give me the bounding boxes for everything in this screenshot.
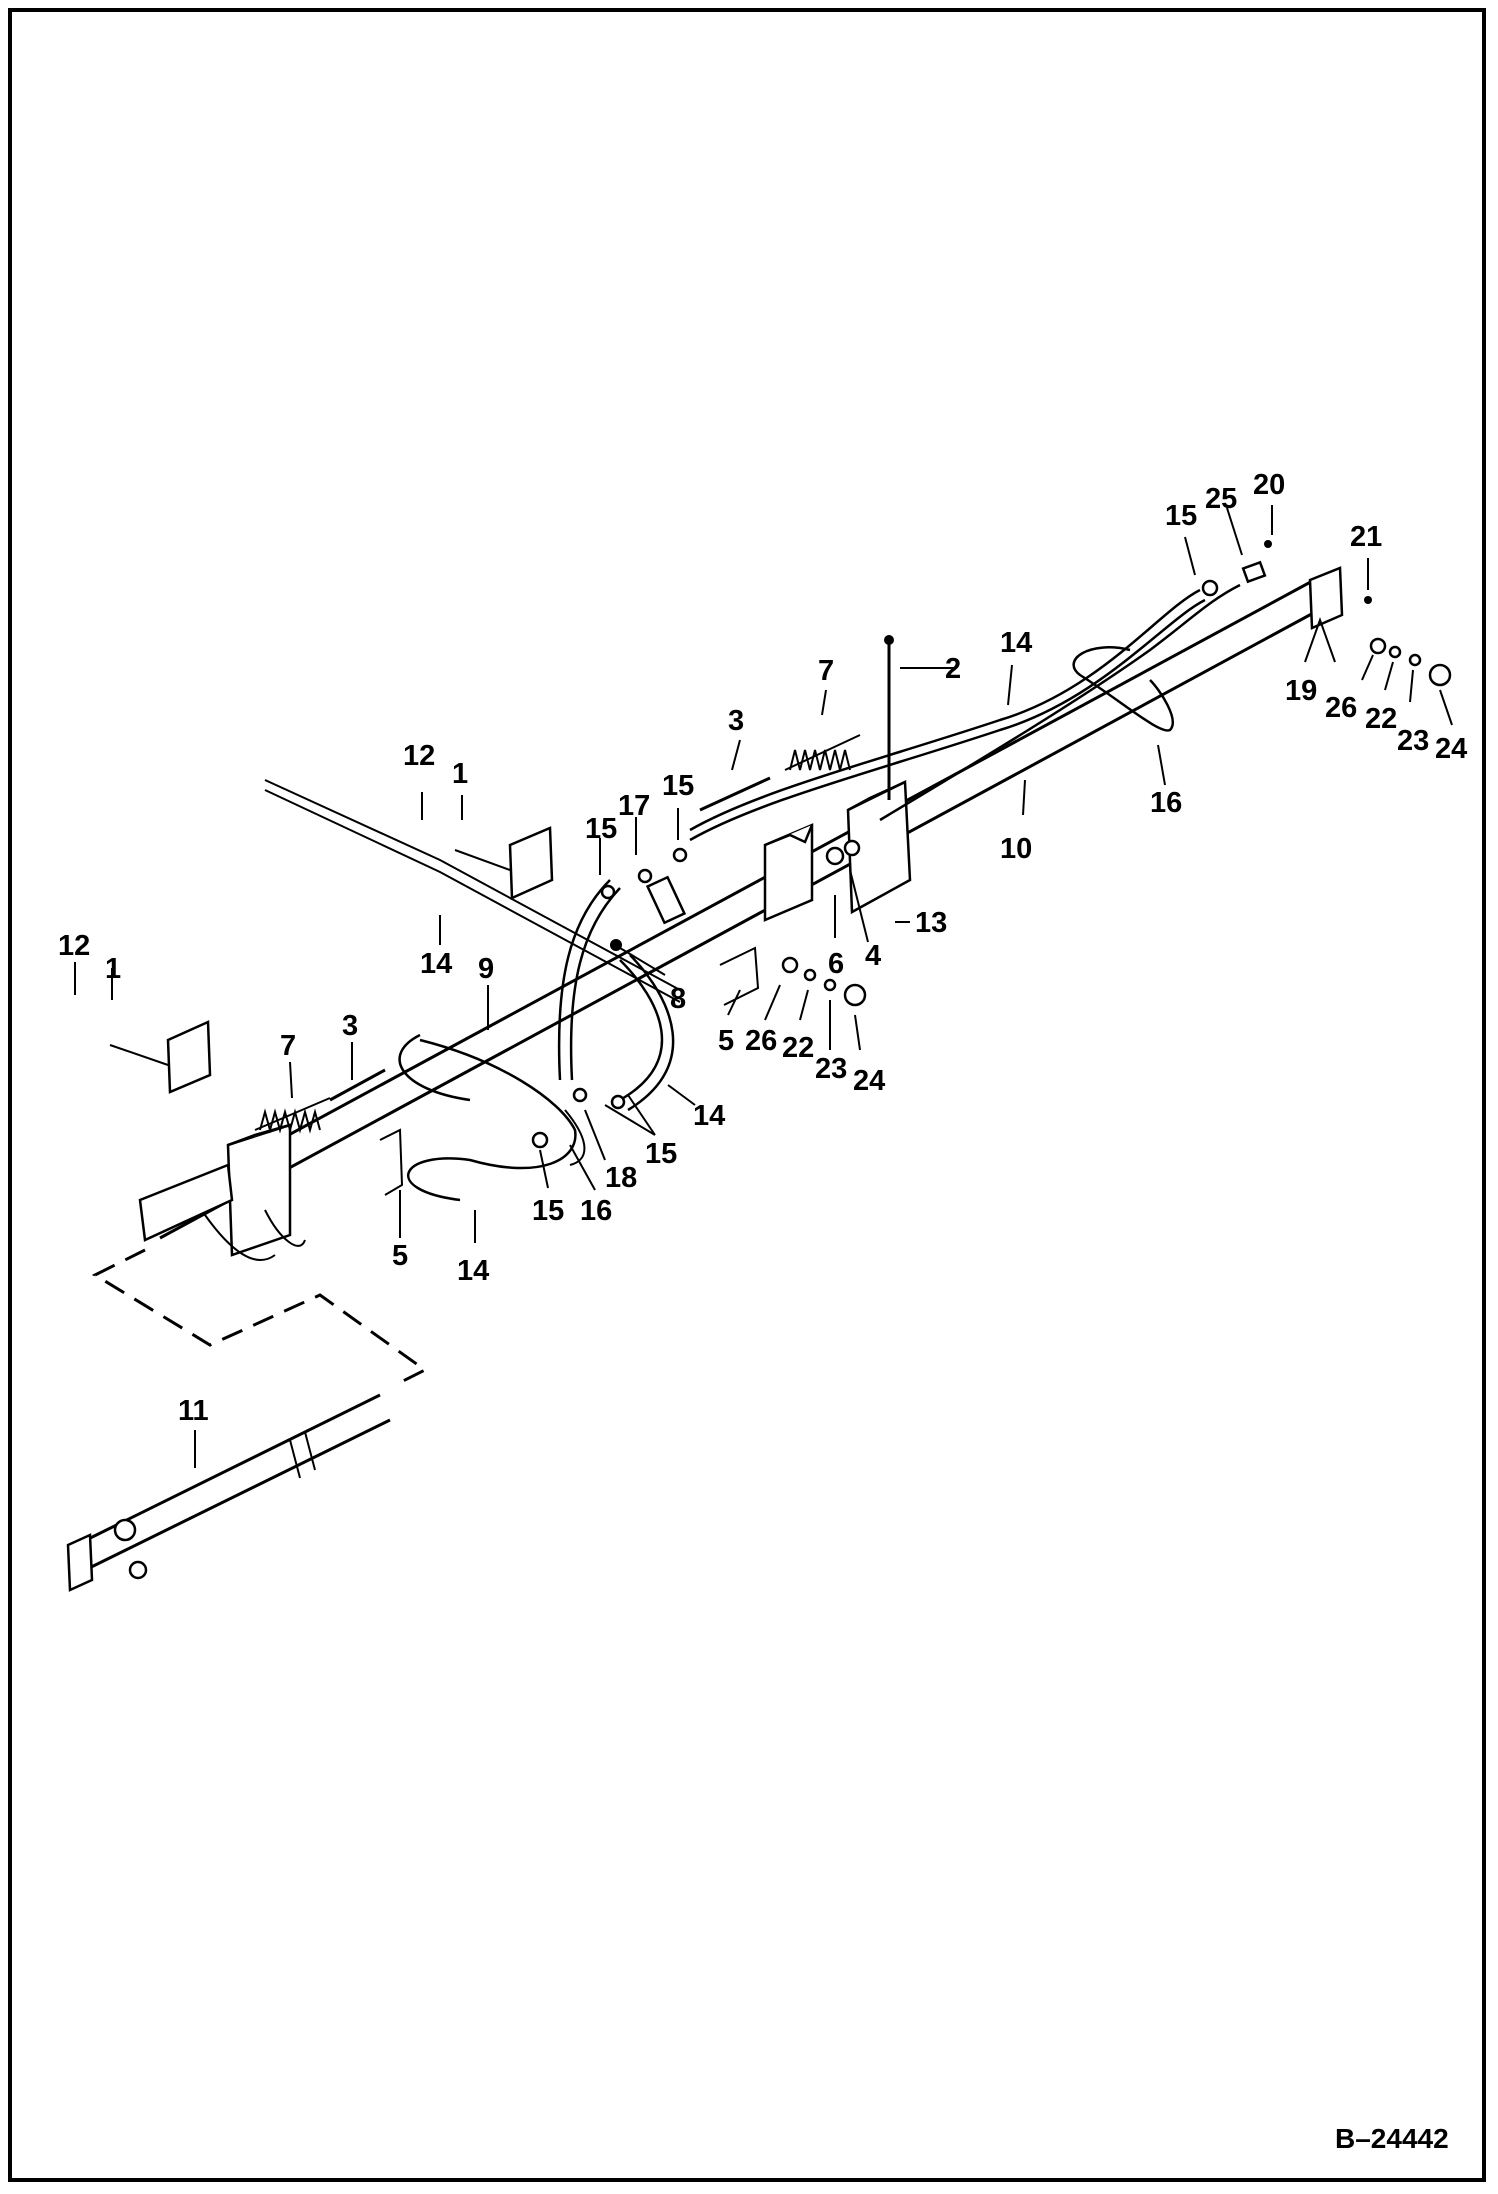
fittings-middle <box>600 847 688 951</box>
callout-7: 7 <box>280 1030 296 1062</box>
callout-5: 5 <box>392 1240 408 1272</box>
callout-4: 4 <box>865 940 881 972</box>
tube-11 <box>66 1393 391 1592</box>
callout-15: 15 <box>532 1195 564 1227</box>
callout-14: 14 <box>1000 627 1032 659</box>
pin-2 <box>884 635 894 800</box>
hose-upper <box>689 583 1241 842</box>
callout-1: 1 <box>105 953 121 985</box>
callout-21: 21 <box>1350 521 1382 553</box>
callout-25: 25 <box>1205 483 1237 515</box>
callout-14: 14 <box>693 1100 725 1132</box>
callout-11: 11 <box>178 1395 209 1427</box>
callout-23: 23 <box>1397 725 1429 757</box>
callout-22: 22 <box>1365 703 1397 735</box>
callout-15: 15 <box>645 1138 677 1170</box>
middle-nut-stack <box>781 956 867 1007</box>
callout-24: 24 <box>853 1065 885 1097</box>
u-bolt-5 <box>379 946 760 1196</box>
callout-8: 8 <box>670 983 686 1015</box>
callout-12: 12 <box>58 930 90 962</box>
callout-3: 3 <box>728 705 744 737</box>
callout-19: 19 <box>1285 675 1317 707</box>
left-pivot-block <box>138 1123 306 1261</box>
callout-22: 22 <box>782 1032 814 1064</box>
callout-17: 17 <box>618 790 650 822</box>
callout-23: 23 <box>815 1053 847 1085</box>
callout-10: 10 <box>1000 833 1032 865</box>
callout-12: 12 <box>403 740 435 772</box>
callout-24: 24 <box>1435 733 1467 765</box>
leader-lines <box>74 505 1453 1468</box>
callout-14: 14 <box>457 1255 489 1287</box>
diagram-frame <box>8 8 1486 2182</box>
callout-14: 14 <box>420 948 452 980</box>
callout-9: 9 <box>478 953 494 985</box>
rod-3 <box>329 776 771 1102</box>
callout-13: 13 <box>915 907 947 939</box>
hose-lower <box>398 1033 577 1202</box>
reference-number: B–24442 <box>1335 2123 1449 2154</box>
main-tube <box>149 576 1332 1240</box>
spring-left <box>254 1097 331 1134</box>
right-end-fittings <box>1201 540 1452 687</box>
dashed-connector <box>91 1248 428 1387</box>
callout-5: 5 <box>718 1025 734 1057</box>
callout-6: 6 <box>828 948 844 980</box>
hose-loop-right <box>1072 646 1174 732</box>
left-rod <box>264 779 681 1003</box>
hose-middle <box>557 879 675 1112</box>
lower-fittings <box>531 1087 626 1166</box>
right-pivot-block <box>763 780 912 922</box>
callout-15: 15 <box>1165 500 1197 532</box>
bracket-1-upper <box>454 826 554 900</box>
callout-26: 26 <box>1325 692 1357 724</box>
callout-15: 15 <box>662 770 694 802</box>
callout-16: 16 <box>1150 787 1182 819</box>
callout-1: 1 <box>452 758 468 790</box>
spring-right <box>784 734 861 771</box>
callout-7: 7 <box>818 655 834 687</box>
callout-15: 15 <box>585 813 617 845</box>
callout-20: 20 <box>1253 469 1285 501</box>
callout-18: 18 <box>605 1162 637 1194</box>
bracket-1-lower <box>109 1020 212 1094</box>
callout-16: 16 <box>580 1195 612 1227</box>
callouts: 2 3 7 14 15 25 20 21 19 26 22 23 24 16 1… <box>58 469 1467 1427</box>
callout-26: 26 <box>745 1025 777 1057</box>
callout-3: 3 <box>342 1010 358 1042</box>
callout-2: 2 <box>945 653 961 685</box>
